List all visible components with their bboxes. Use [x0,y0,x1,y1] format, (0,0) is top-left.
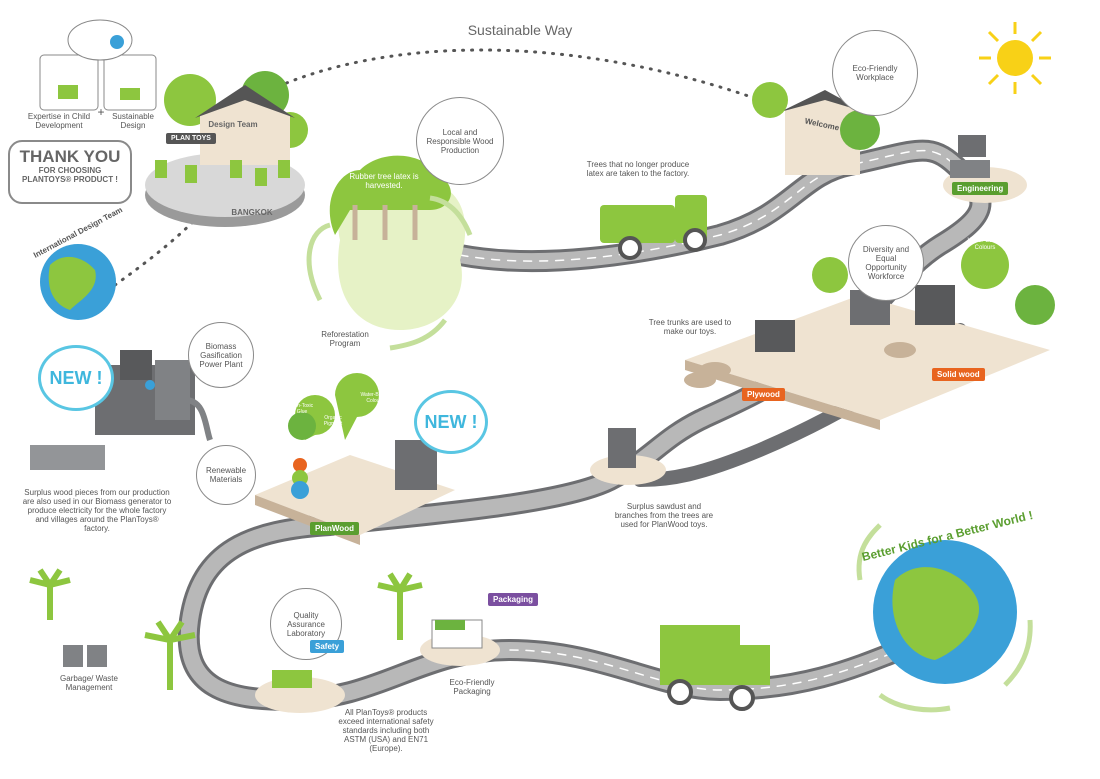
log-truck [600,195,707,260]
biomass-plant [30,350,213,470]
design-team-platform [145,71,308,227]
solid-wood-sign: Solid wood [932,368,985,381]
thank-you-line-1: FOR CHOOSING [38,166,102,175]
qa-lab-platform [255,670,345,713]
eco-workplace-building [752,82,880,175]
dotted-journey-path [268,48,762,102]
new-badge-biomass: NEW ! [38,345,114,411]
international-globe-icon [40,244,116,320]
delivery-truck [660,625,770,711]
water-based-badge [961,241,1009,289]
qa-caption: All PlanToys® products exceed internatio… [338,708,434,753]
trang-label: TRANG [761,178,791,187]
local-wood-bubble: Local and Responsible Wood Production [416,97,504,185]
world-globe-icon [856,523,1033,713]
biomass-caption: Surplus wood pieces from our production … [22,488,172,533]
sawdust-station [590,428,666,485]
planwood-sign: PlanWood [310,522,359,535]
renewable-bubble: Renewable Materials [196,445,256,505]
biomass-bubble: Biomass Gasification Power Plant [188,322,254,388]
reforestation-label: Reforestation Program [321,330,369,348]
garbage-label: Garbage/ Waste Management [60,674,118,692]
latex-caption: Rubber tree latex is harvested. [349,172,419,190]
organic-pigment-label: Organic Pigment [323,415,343,427]
packaging-caption: Eco-Friendly Packaging [449,678,495,696]
water-based-colours-label: Water-Based Colours [360,392,390,404]
plantoys-logo-toys: TOYS [192,135,211,142]
packaging-platform [420,619,500,666]
page-title: Sustainable Way [467,22,573,38]
plus-sign: + [97,105,105,119]
thank-you-heading: THANK YOU [19,147,121,166]
safety-sign: Safety [310,640,345,653]
plantoys-logo-plan: PLAN [171,135,191,142]
non-toxic-glue-label: Non-Toxic Glue [290,403,314,415]
garbage-bins-icon [63,645,107,667]
eco-workplace-bubble: Eco-Friendly Workplace [832,30,918,116]
packaging-sign: Packaging [488,593,539,606]
expertise-label: Expertise in Child Development [27,112,91,130]
diversity-bubble: Diversity and Equal Opportunity Workforc… [848,225,924,301]
new-badge-planwood: NEW ! [414,390,488,454]
thank-you-banner: THANK YOU FOR CHOOSING PLANTOYS® PRODUCT… [8,140,132,204]
sustainable-design-label: Sustainable Design [112,112,154,130]
forest-area [306,155,473,351]
plywood-sign: Plywood [742,388,785,401]
sun-icon [979,22,1051,94]
non-toxic-glue-badge [288,412,316,440]
bangkok-label: BANGKOK [231,208,273,217]
design-team-sign: Design Team [208,120,258,129]
trees-caption: Trees that no longer produce latex are t… [586,160,690,178]
sawdust-caption: Surplus sawdust and branches from the tr… [614,502,714,529]
plantoys-logo: PLAN TOYS [166,133,216,144]
palm-trees [29,568,423,690]
water-based-label: Water-Based Colours [967,238,1003,251]
engineering-sign: Engineering [952,182,1009,195]
dotted-link-intl [113,213,202,287]
tree-trunks-caption: Tree trunks are used to make our toys. [648,318,732,336]
child-development-sketch [39,19,157,111]
thank-you-line-2: PLANTOYS® PRODUCT ! [22,175,118,184]
